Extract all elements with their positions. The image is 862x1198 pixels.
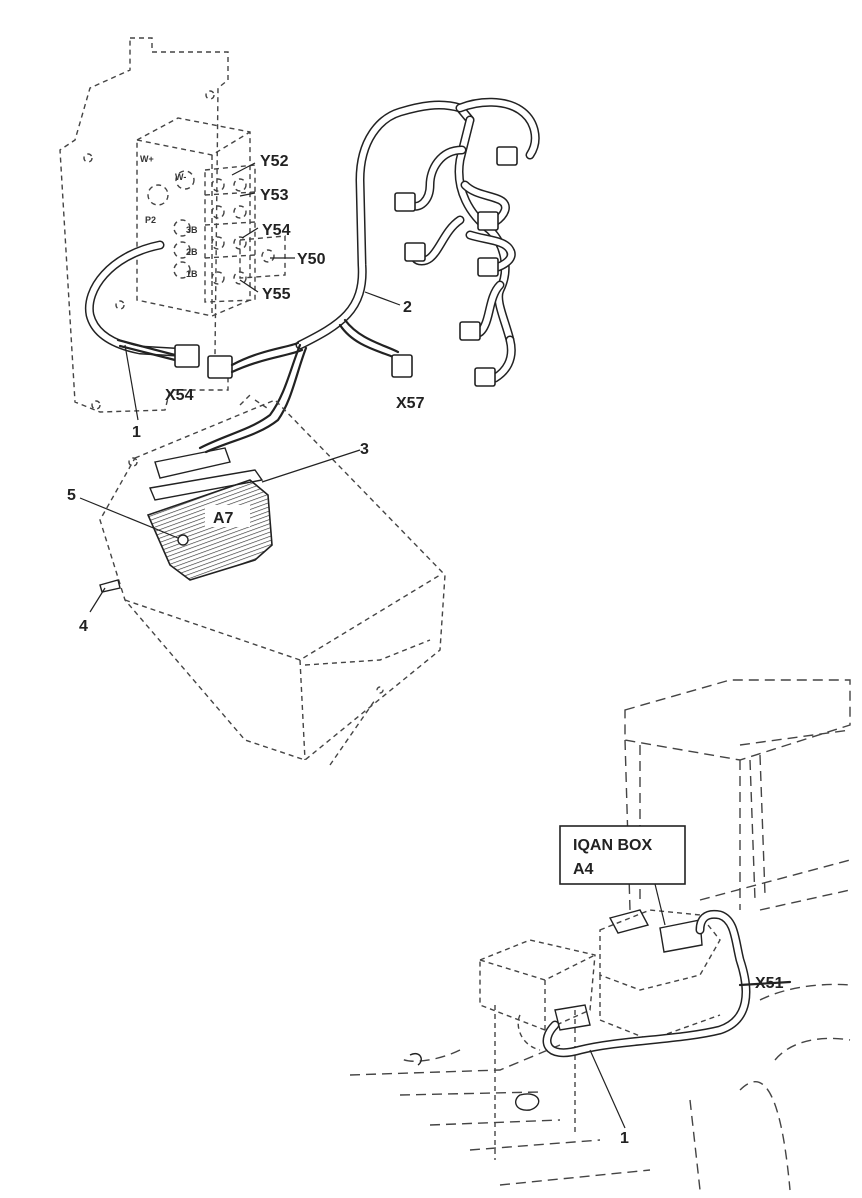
mark-p2: P2: [145, 215, 156, 225]
label-y54: Y54: [262, 222, 291, 239]
mark-2b: 2B: [186, 247, 198, 257]
iqan-box-title: IQAN BOX: [573, 837, 652, 854]
a7-control-unit: [99, 447, 273, 593]
callout-5: 5: [67, 487, 76, 504]
label-x57: X57: [396, 395, 425, 412]
mark-1b: 1B: [186, 269, 198, 279]
callout-2: 2: [403, 299, 412, 316]
mark-w-plus: W+: [140, 154, 154, 164]
label-y53: Y53: [260, 187, 289, 204]
label-a7: A7: [213, 510, 234, 527]
label-y55: Y55: [262, 286, 291, 303]
harness-2: [295, 97, 540, 387]
callout-4: 4: [79, 618, 88, 635]
mounting-plate: [59, 37, 229, 413]
mark-3b: 3B: [186, 225, 198, 235]
iqan-box-ref: A4: [573, 861, 594, 878]
leader-lines: [79, 162, 666, 1129]
label-x54: X54: [165, 387, 194, 404]
valve-block: W+ W- P2 3B 2B 1B: [136, 117, 286, 317]
label-y52: Y52: [260, 153, 289, 170]
mark-w-minus: W-: [175, 172, 186, 182]
label-y50: Y50: [297, 251, 326, 268]
harness-1: [84, 240, 308, 454]
a7-housing: [99, 394, 446, 766]
callout-1-bottom: 1: [620, 1130, 629, 1147]
labels: Y52 Y53 Y54 Y50 Y55 2 X54 X57 1 3 5 A7 4…: [67, 153, 784, 1147]
callout-1-top: 1: [132, 424, 141, 441]
iqan-box-callout: IQAN BOX A4: [559, 825, 686, 885]
callout-3: 3: [360, 441, 369, 458]
label-x51: X51: [755, 975, 784, 992]
tractor-scene: [349, 679, 851, 1191]
